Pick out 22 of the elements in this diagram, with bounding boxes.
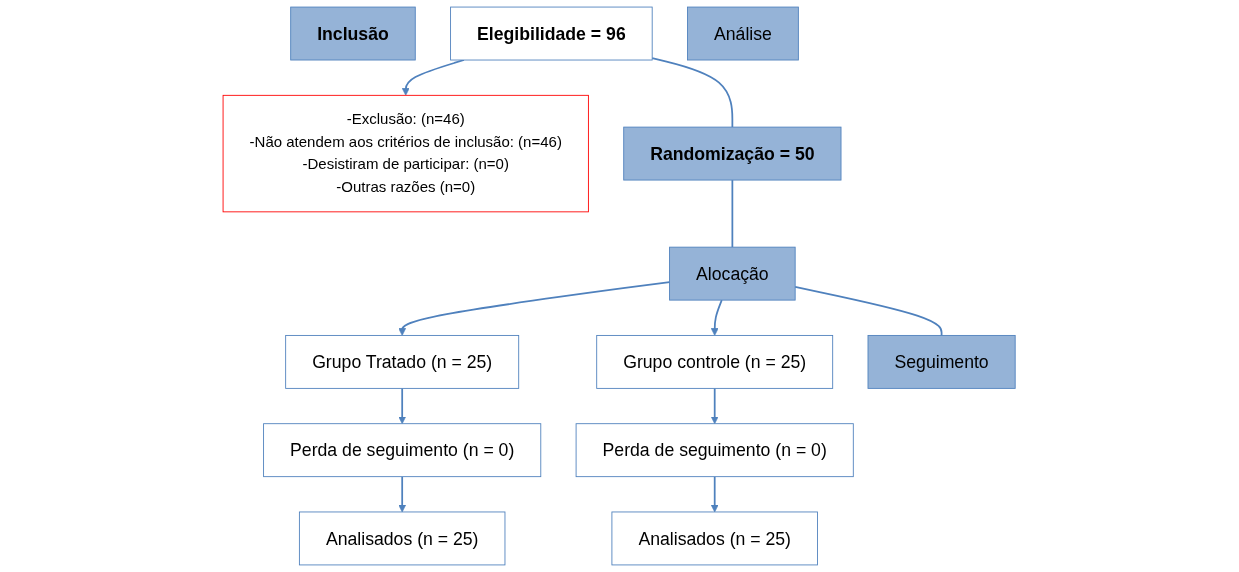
node-box: Analisados (n = 25): [299, 511, 506, 566]
node-box: Seguimento: [867, 335, 1016, 389]
node-box: Elegibilidade = 96: [450, 6, 653, 61]
node-box: Perda de seguimento (n = 0): [263, 423, 542, 478]
arrow: [711, 387, 719, 425]
arrow: [398, 475, 407, 513]
node-box: Perda de seguimento (n = 0): [576, 423, 855, 478]
node-box: Analisados (n = 25): [611, 511, 819, 566]
arrow: [711, 299, 724, 336]
arrow: [398, 387, 407, 425]
node-box: Randomização = 50: [623, 126, 842, 181]
connector: [731, 179, 734, 249]
connector: [794, 286, 943, 337]
connector: [651, 57, 734, 128]
node-box: Análise: [687, 6, 800, 61]
arrow: [711, 475, 719, 513]
node-box: Inclusão: [290, 6, 417, 61]
node-box: Alocação: [669, 246, 796, 301]
arrow: [398, 281, 671, 336]
node-box: -Exclusão: (n=46) -Não atendem aos critérios de inclusão: (n=46) -Desistiram de participar: (n=0) -Outras razões (n=0): [223, 94, 590, 213]
node-box: Grupo controle (n = 25): [596, 335, 834, 389]
node-box: Grupo Tratado (n = 25): [285, 335, 520, 389]
